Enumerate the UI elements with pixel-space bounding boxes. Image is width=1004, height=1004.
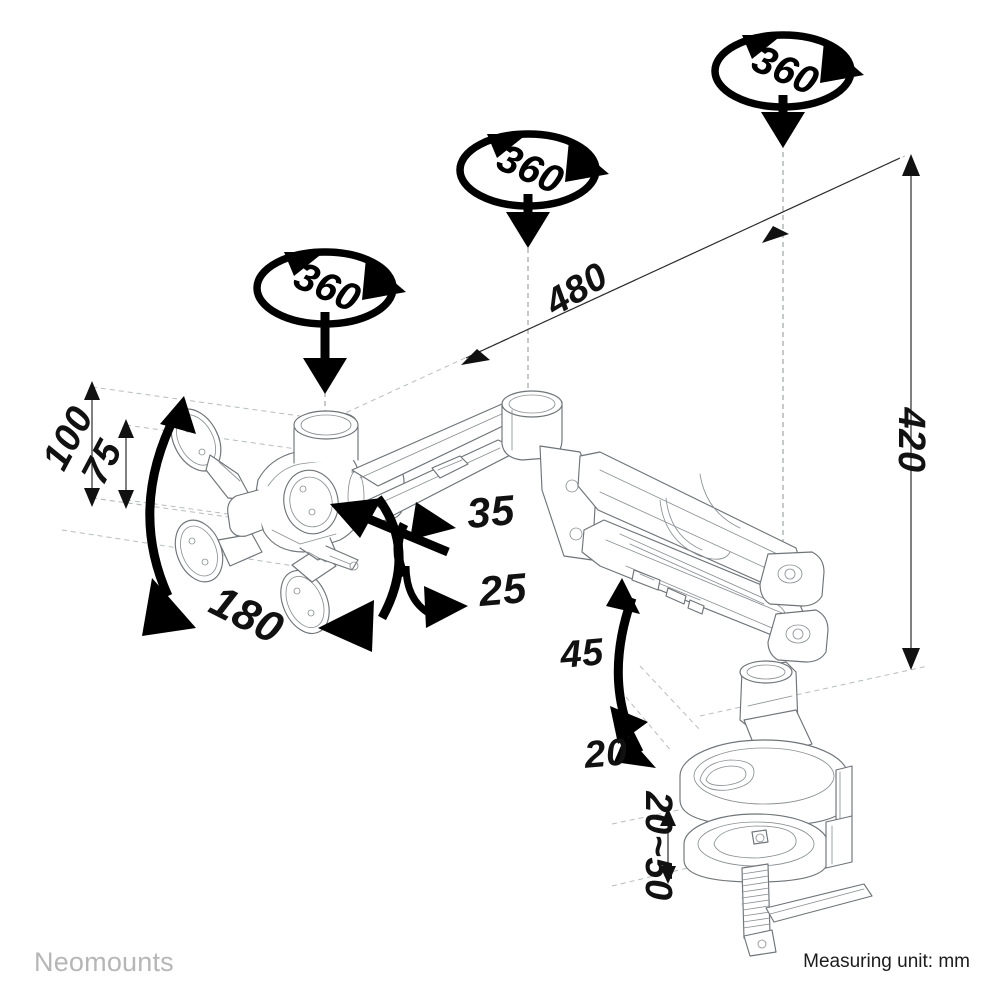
rotation-symbol-360-base: 360 [711, 31, 864, 148]
screw-threads [741, 869, 771, 929]
elbow-joint [501, 390, 563, 461]
dimension-100 [84, 381, 100, 507]
dimension-480 [461, 157, 901, 365]
label-180: 180 [202, 576, 291, 654]
label-420: 420 [890, 407, 932, 473]
dimension-75 [118, 419, 134, 509]
desk-clamp [679, 739, 873, 957]
main-arm [539, 445, 809, 645]
rotation-symbol-360-head: 360 [253, 248, 406, 394]
product-illustration [170, 390, 873, 957]
rotation-arc-180 [142, 396, 196, 636]
label-20: 20 [582, 731, 630, 777]
label-480: 480 [537, 255, 615, 325]
dimension-20-50 [660, 808, 676, 884]
dimension-420 [902, 154, 920, 670]
arm-lift-arrow-45-20 [606, 578, 656, 768]
tilt-arrow-35 [330, 498, 456, 578]
label-20-50: 20~50 [637, 790, 679, 900]
upper-extension-bar [351, 403, 529, 517]
label-45: 45 [558, 631, 606, 677]
vesa-head-assembly [170, 408, 405, 635]
tilt-arrow-25 [402, 565, 468, 628]
label-35: 35 [465, 486, 517, 537]
rotation-symbol-360-elbow: 360 [456, 130, 609, 248]
label-25: 25 [476, 564, 529, 615]
